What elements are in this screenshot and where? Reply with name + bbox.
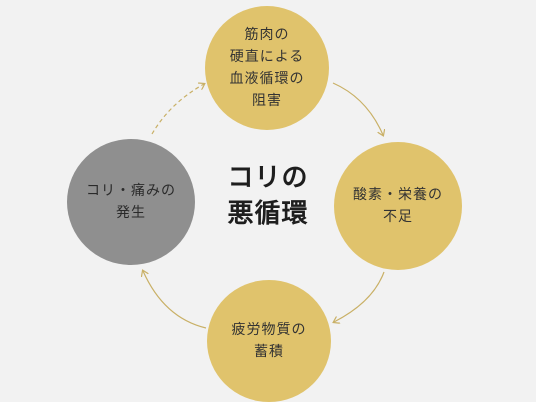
node-fatigue-accumulation: 疲労物質の 蓄積 [207, 280, 331, 402]
node-stiffness-pain-label: コリ・痛みの 発生 [86, 183, 176, 221]
arrow-bottom-to-left [143, 271, 207, 329]
node-oxygen-nutrient-shortage: 酸素・栄養の 不足 [334, 142, 462, 270]
node-fatigue-accumulation-label: 疲労物質の 蓄積 [231, 322, 307, 360]
node-stiffness-pain: コリ・痛みの 発生 [67, 139, 195, 265]
center-title: コリの 悪循環 [227, 163, 309, 229]
node-muscle-stiffness: 筋肉の 硬直による 血液循環の 阻害 [205, 6, 329, 130]
arrow-left-to-top [151, 84, 204, 135]
arrow-top-to-right [332, 82, 383, 135]
node-muscle-stiffness-label: 筋肉の 硬直による 血液循環の 阻害 [229, 27, 305, 109]
arrow-right-to-bottom [334, 271, 385, 322]
node-oxygen-nutrient-shortage-label: 酸素・栄養の 不足 [353, 187, 443, 225]
